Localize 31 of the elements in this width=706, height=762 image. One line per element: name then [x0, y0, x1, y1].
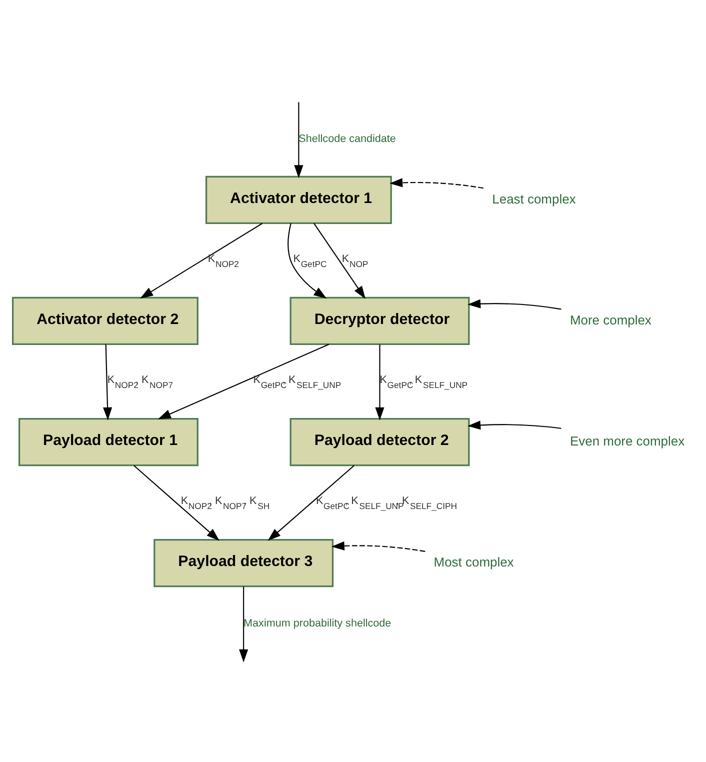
node-box: Payload detector 1	[18, 417, 198, 466]
node-box: Payload detector 3	[154, 538, 334, 587]
arrow	[134, 464, 220, 540]
edge-label: Maximum probability shellcode	[244, 616, 392, 629]
node-box: Decryptor detector	[290, 296, 470, 345]
arrow	[268, 464, 354, 540]
edge-label: K$_{GetPC}$, K$_{SELF_UNP}$, K$_{SELF_CIPH}$	[316, 494, 457, 511]
arrow	[158, 343, 330, 419]
arrow	[331, 540, 426, 552]
arrow	[239, 586, 248, 662]
node-box: Activator detector 1	[205, 175, 392, 224]
arrow	[468, 298, 562, 310]
arrow	[140, 222, 263, 298]
arrow	[375, 344, 384, 420]
edge-label: K$_{GetPC}$, K$_{SELF_UNP}$	[380, 374, 468, 390]
arrow	[288, 222, 327, 298]
arrow	[314, 222, 366, 298]
node-box: Activator detector 2	[12, 296, 198, 345]
node-box: Payload detector 2	[290, 417, 470, 466]
edge-label: K$_{GetPC}$, K$_{SELF_UNP}$	[253, 374, 342, 390]
node-text: Most complex	[434, 554, 514, 569]
edge-label: K$_{GetPC}$	[293, 252, 327, 269]
edge-label: K$_{NOP2}$	[208, 252, 239, 269]
node-text: Even more complex	[570, 432, 685, 448]
arrow	[390, 178, 484, 188]
arrow	[103, 344, 112, 420]
arrow	[468, 420, 562, 430]
edge-label: K$_{NOP}$	[342, 252, 368, 269]
arrow	[294, 102, 304, 178]
node-text: More complex	[570, 312, 652, 327]
node-text: Least complex	[492, 190, 576, 206]
